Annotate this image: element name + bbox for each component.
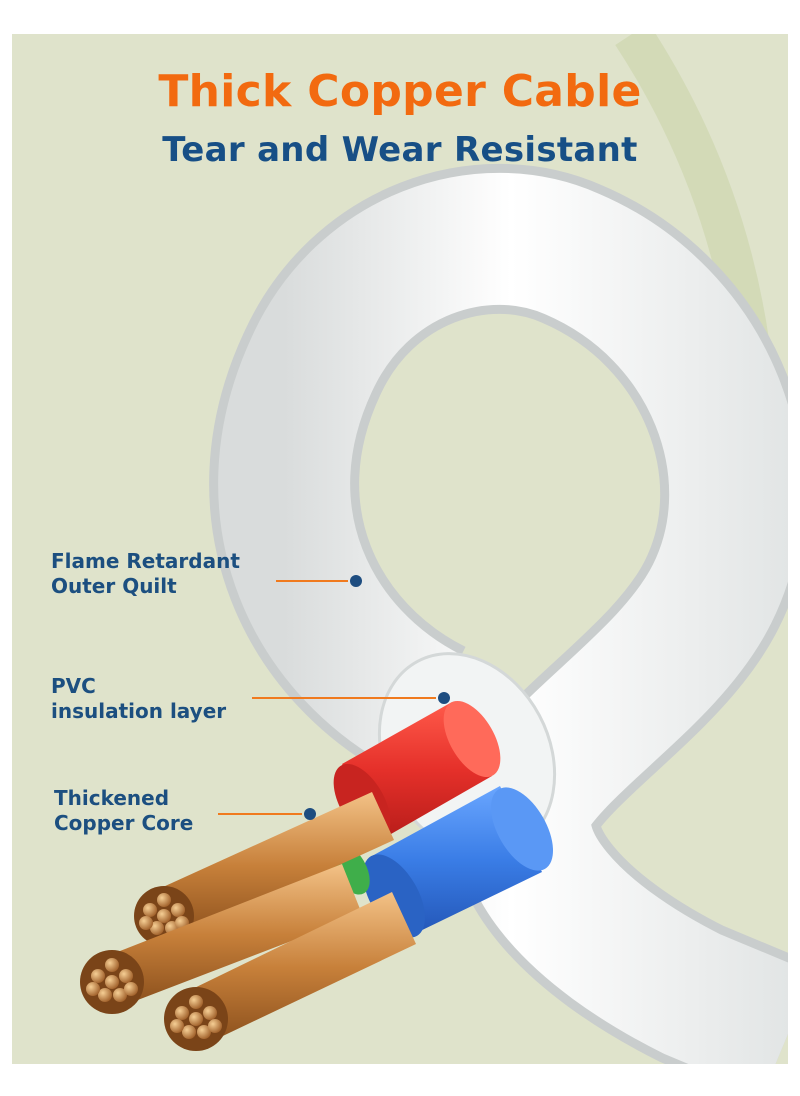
- label-copper-core: Thickened Copper Core: [54, 786, 193, 836]
- copper-core-top: [134, 792, 394, 946]
- marker-pvc: [438, 692, 450, 704]
- label-copper-line1: Thickened: [54, 786, 170, 810]
- label-outer-quilt: Flame Retardant Outer Quilt: [51, 549, 240, 599]
- label-pvc-layer: PVC insulation layer: [51, 674, 226, 724]
- page-title: Thick Copper Cable: [158, 66, 642, 117]
- label-outer-quilt-line1: Flame Retardant: [51, 549, 240, 573]
- label-outer-quilt-line2: Outer Quilt: [51, 574, 177, 598]
- cable-illustration: [80, 34, 788, 1064]
- copper-core-bottom: [164, 892, 416, 1051]
- product-image-frame: Thick Copper Cable Tear and Wear Resista…: [12, 34, 788, 1064]
- copper-core-left: [80, 864, 362, 1014]
- blue-wire: [363, 786, 553, 938]
- marker-copper: [304, 808, 316, 820]
- page-subtitle: Tear and Wear Resistant: [162, 130, 638, 170]
- marker-outer: [350, 575, 362, 587]
- label-copper-line2: Copper Core: [54, 811, 194, 835]
- label-pvc-line2: insulation layer: [51, 699, 227, 723]
- label-pvc-line1: PVC: [51, 674, 96, 698]
